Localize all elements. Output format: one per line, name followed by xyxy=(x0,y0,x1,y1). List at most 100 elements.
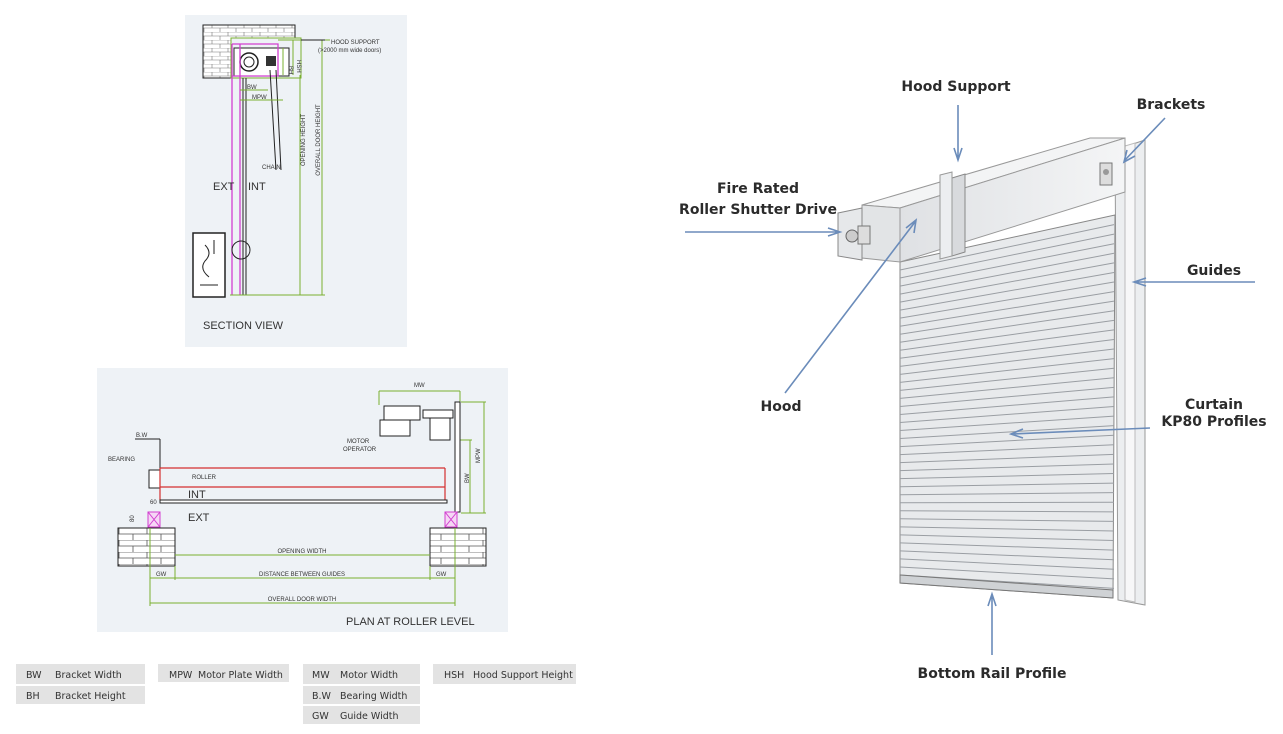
curtain-slat xyxy=(899,526,1115,532)
legend-code: MW xyxy=(312,670,330,681)
legend-code: HSH xyxy=(444,670,464,681)
callout-drive-line1: Fire Rated xyxy=(717,181,799,197)
legend-code: MPW xyxy=(169,670,193,681)
arrow-curtain xyxy=(1008,427,1151,439)
arrow-bottom-rail xyxy=(987,591,997,655)
bh-label: BH xyxy=(287,66,293,74)
curtain-slat xyxy=(899,310,1115,343)
curtain-slat xyxy=(899,518,1115,522)
curtain-slat xyxy=(899,243,1115,287)
legend: BW Bracket Width BH Bracket Height MPW M… xyxy=(16,664,576,724)
curtain-slat xyxy=(899,482,1115,488)
curtain-slat xyxy=(899,224,1115,271)
guide-left xyxy=(147,511,161,528)
gw-label-left: GW xyxy=(156,572,167,578)
curtain-slat xyxy=(899,473,1115,480)
legend-name: Motor Width xyxy=(340,670,398,681)
legend-code: BH xyxy=(26,691,40,702)
curtain-slat xyxy=(899,377,1115,399)
legend-name: Bearing Width xyxy=(340,691,407,702)
arrow-guides xyxy=(1131,277,1255,287)
mw-label: MW xyxy=(414,383,425,389)
arrow-drive xyxy=(685,227,843,237)
detail-circle xyxy=(231,240,251,260)
hood-support-note: (>2000 mm wide doors) xyxy=(318,48,381,54)
legend-code: B.W xyxy=(312,691,332,702)
hood-support-plate xyxy=(951,173,966,257)
guide-line xyxy=(159,499,448,504)
curtain-slat xyxy=(899,492,1115,496)
roller xyxy=(159,467,446,500)
int-label: INT xyxy=(248,181,266,193)
callout-curtain: Curtain xyxy=(1185,397,1243,413)
distance-between-guides-label: DISTANCE BETWEEN GUIDES xyxy=(259,572,345,578)
callout-hood-support: Hood Support xyxy=(901,79,1010,95)
curtain-slat xyxy=(899,281,1115,319)
overall-door-height-label: OVERALL DOOR HEIGHT xyxy=(316,104,322,176)
control-box xyxy=(192,232,226,298)
dim-60-label: 60 xyxy=(150,500,157,506)
bearing-label: BEARING xyxy=(108,457,135,463)
arrow-hood xyxy=(784,218,918,394)
curtain-slat xyxy=(899,434,1115,448)
curtain-slat xyxy=(899,233,1115,279)
dim-80-label: 80 xyxy=(130,515,136,522)
int-label: INT xyxy=(188,489,206,501)
plan-view-title: PLAN AT ROLLER LEVEL xyxy=(346,616,475,628)
curtain-slat xyxy=(899,444,1115,456)
callout-bottom-rail: Bottom Rail Profile xyxy=(918,666,1067,682)
curtain-slat xyxy=(899,338,1115,367)
opening-height-label: OPENING HEIGHT xyxy=(301,114,307,166)
mpw-label: MPW xyxy=(476,448,482,463)
opening-width-label: OPENING WIDTH xyxy=(278,549,327,555)
curtain-slat xyxy=(899,415,1115,432)
curtain-slat xyxy=(899,300,1115,335)
legend-name: Hood Support Height xyxy=(473,670,573,681)
curtain-slats xyxy=(899,224,1115,589)
callout-guides: Guides xyxy=(1187,263,1241,279)
section-view-title: SECTION VIEW xyxy=(203,320,284,332)
curtain-slat xyxy=(899,386,1115,407)
bottom-rail xyxy=(899,574,1114,599)
curtain-slat xyxy=(899,319,1115,351)
gw-label-right: GW xyxy=(436,572,447,578)
ext-label: EXT xyxy=(213,181,235,193)
roller-label: ROLLER xyxy=(192,475,217,481)
ext-label: EXT xyxy=(188,512,210,524)
plan-view-panel: MW MOTOR OPERATOR MPW BW B.W BEARING ROL… xyxy=(97,368,508,632)
section-view-panel: HOOD SUPPORT (>2000 mm wide doors) BH HS… xyxy=(185,15,407,347)
legend-code: BW xyxy=(26,670,42,681)
bw-label: BW xyxy=(247,85,257,91)
arrow-hood-support xyxy=(953,105,963,163)
curtain-slat xyxy=(899,566,1115,580)
curtain-slat xyxy=(899,453,1115,464)
curtain-slat xyxy=(899,367,1115,391)
curtain-slat xyxy=(899,558,1115,570)
curtain-slat xyxy=(899,510,1115,513)
curtain-slat xyxy=(899,463,1115,472)
legend-name: Motor Plate Width xyxy=(198,670,283,681)
arrow-brackets xyxy=(1122,117,1166,164)
overall-door-width-label: OVERALL DOOR WIDTH xyxy=(268,597,336,603)
legend-name: Guide Width xyxy=(340,711,399,722)
wall-left xyxy=(117,527,176,567)
legend-name: Bracket Width xyxy=(55,670,122,681)
curtain-slat xyxy=(899,271,1115,311)
callout-brackets: Brackets xyxy=(1137,97,1206,113)
curtain-slat xyxy=(899,406,1115,423)
callout-hood: Hood xyxy=(761,399,802,415)
hood-support-label: HOOD SUPPORT xyxy=(331,40,380,46)
curtain-slat xyxy=(899,542,1115,551)
hsh-label: HSH xyxy=(295,60,301,73)
motor-operator-label: MOTOR xyxy=(347,439,370,445)
motor-operator-label-2: OPERATOR xyxy=(343,447,377,453)
curtain xyxy=(899,214,1116,599)
bearing-width-label: B.W xyxy=(136,433,148,439)
callout-drive-line2: Roller Shutter Drive xyxy=(679,202,837,218)
callout-curtain-profiles: KP80 Profiles xyxy=(1161,414,1266,430)
curtain-slat xyxy=(899,425,1115,440)
mpw-label: MPW xyxy=(252,95,267,101)
legend-name: Bracket Height xyxy=(55,691,126,702)
curtain-slat xyxy=(899,396,1115,415)
